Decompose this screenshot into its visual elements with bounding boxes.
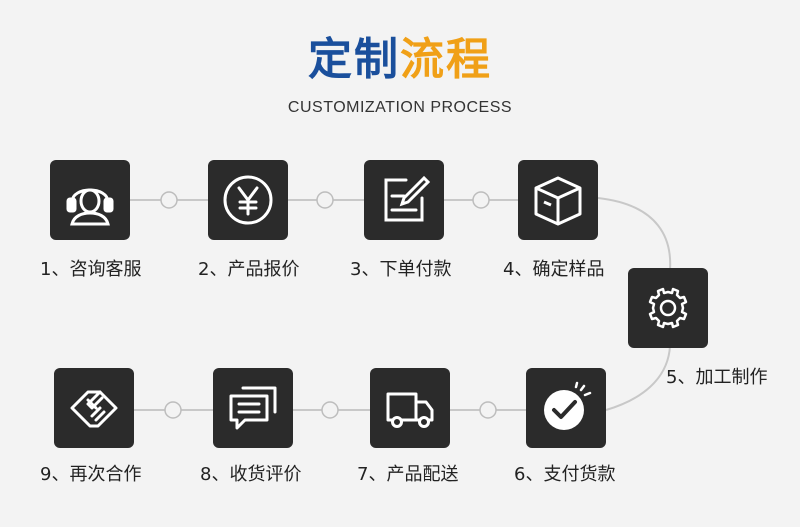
joint-circle [321, 401, 339, 419]
gear-icon [648, 287, 688, 329]
step-2-label: 2、产品报价 [198, 259, 300, 280]
box-icon [534, 176, 582, 226]
checkmark-icon [544, 381, 592, 430]
yuan-icon [223, 175, 273, 225]
step-7-tile [370, 368, 450, 448]
truck-icon [386, 392, 434, 428]
step-7-label: 7、产品配送 [357, 464, 459, 485]
joint-circle [164, 401, 182, 419]
joint-circle [479, 401, 497, 419]
step-9-tile [54, 368, 134, 448]
step-4-label: 4、确定样品 [503, 259, 605, 280]
step-1-tile [50, 160, 130, 240]
handshake-icon [70, 390, 118, 428]
title-part-blue: 定制 [308, 34, 400, 85]
title-part-orange: 流程 [400, 34, 492, 85]
page-title: 定制流程 [0, 30, 800, 90]
comment-icon [229, 386, 277, 430]
joint-circle [316, 191, 334, 209]
step-2-tile [208, 160, 288, 240]
order-edit-icon [384, 175, 431, 222]
step-8-label: 8、收货评价 [200, 464, 302, 485]
step-5-label: 5、加工制作 [666, 367, 768, 388]
step-1-label: 1、咨询客服 [40, 259, 142, 280]
step-5-tile [628, 268, 708, 348]
step-8-tile [213, 368, 293, 448]
customer-service-icon [66, 188, 114, 226]
step-9-label: 9、再次合作 [40, 464, 142, 485]
step-3-label: 3、下单付款 [350, 259, 452, 280]
step-4-tile [518, 160, 598, 240]
step-3-tile [364, 160, 444, 240]
step-6-tile [526, 368, 606, 448]
page-subtitle: CUSTOMIZATION PROCESS [287, 99, 513, 116]
joint-circle [160, 191, 178, 209]
joint-circle [472, 191, 490, 209]
step-6-label: 6、支付货款 [514, 464, 616, 485]
